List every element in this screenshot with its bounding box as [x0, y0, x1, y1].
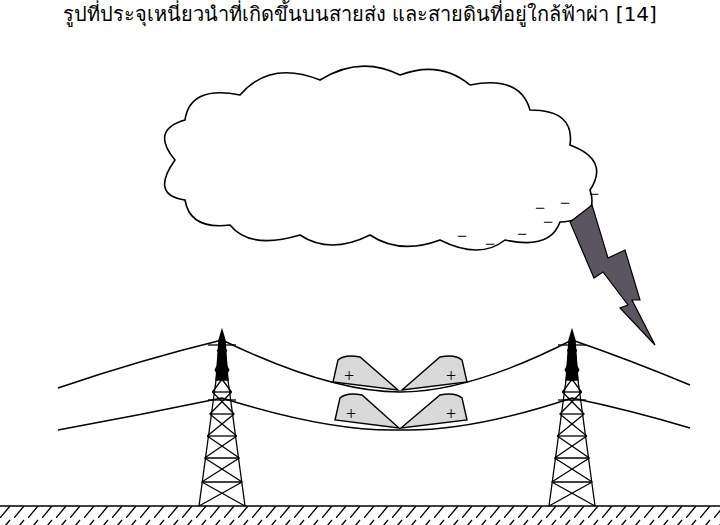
negative-charge: −: [589, 185, 599, 203]
positive-charge: +: [344, 367, 354, 385]
ground-hatch: [0, 506, 720, 525]
lightning-bolt: [570, 205, 655, 345]
conductors: [58, 340, 690, 430]
positive-charge: +: [346, 405, 356, 423]
ground-line: [0, 505, 720, 507]
negative-charge: −: [560, 194, 570, 212]
negative-charge: −: [457, 227, 467, 245]
positive-charge: +: [446, 367, 456, 385]
negative-charge: −: [517, 225, 527, 243]
transmission-towers: [199, 330, 595, 506]
negative-charge: −: [543, 213, 553, 231]
negative-charge: −: [485, 235, 495, 253]
positive-charge: +: [446, 405, 456, 423]
cloud: [165, 66, 597, 250]
figure-caption: รูปที่ประจุเหนี่ยวนำที่เกิดขึ้นบนสายส่ง …: [63, 4, 657, 24]
